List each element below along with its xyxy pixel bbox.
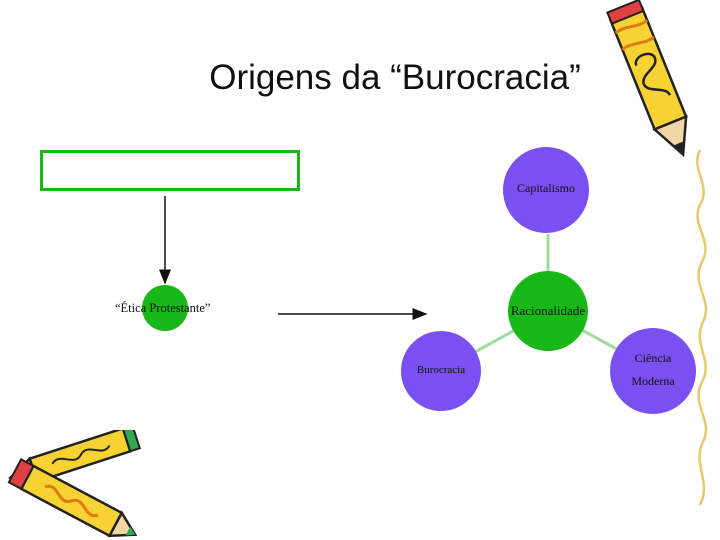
pencils-icon (7, 430, 142, 538)
burocracia-label: Burocracia (416, 364, 466, 376)
racionalidade-label: Racionalidade (510, 303, 586, 318)
node-capitalismo (503, 147, 589, 233)
node-ciencia (610, 328, 696, 414)
ciencia-label-line1: Ciência (634, 351, 672, 365)
slide-title: Origens da “Burocracia” (209, 58, 581, 97)
etica-protestante-label: “Ética Protestante” (115, 301, 211, 315)
node-racionalidade (508, 271, 588, 351)
empty-green-box (40, 150, 300, 191)
pencil-icon (606, 0, 688, 158)
capitalismo-label: Capitalismo (517, 181, 575, 195)
ciencia-label-line2: Moderna (631, 374, 675, 388)
etica-circle (142, 285, 188, 331)
node-burocracia (401, 331, 481, 411)
edge-racionalidade-burocracia (474, 328, 516, 354)
edge-racionalidade-ciencia (581, 328, 623, 354)
squiggle-line (696, 149, 708, 506)
